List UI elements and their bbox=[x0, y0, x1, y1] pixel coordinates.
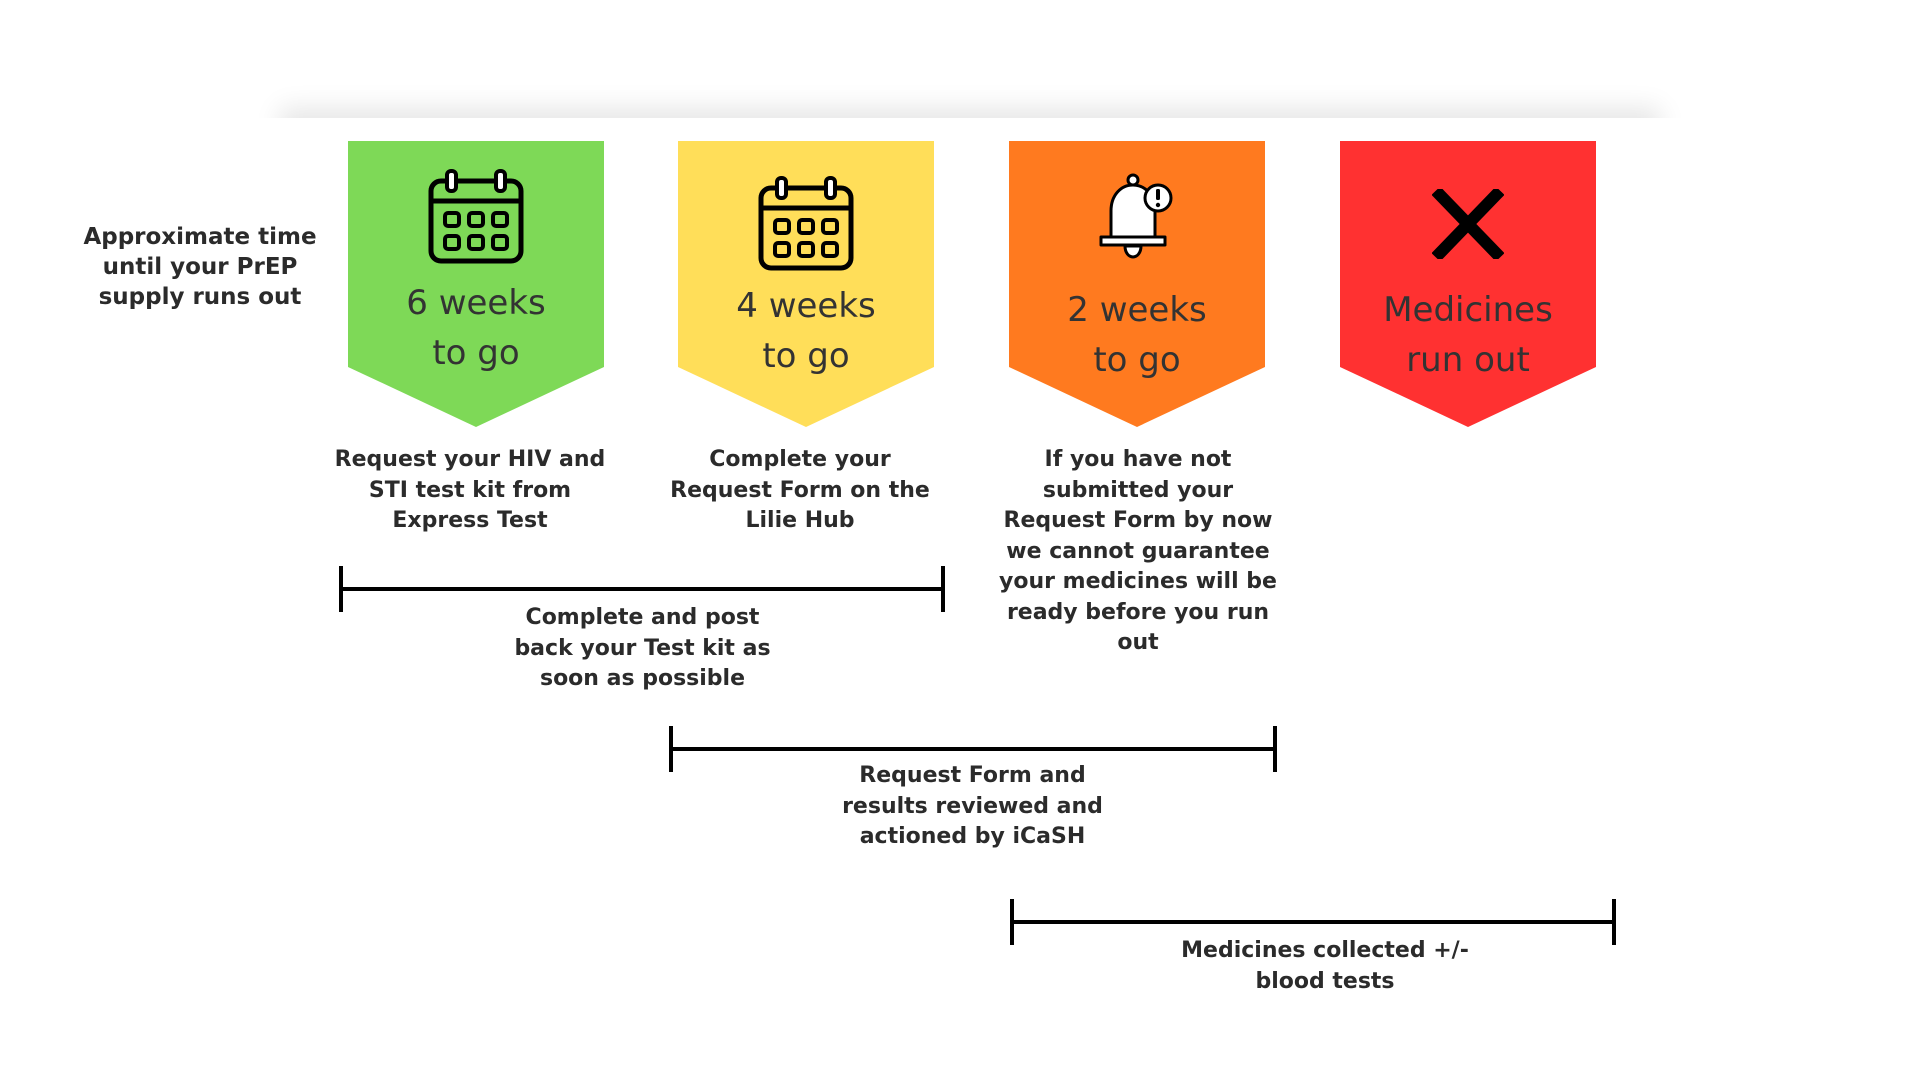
banner-title-line1: 2 weeks bbox=[1067, 290, 1207, 330]
banner-4-weeks: 4 weeks to go bbox=[678, 141, 934, 427]
range-line bbox=[669, 747, 1277, 751]
range-bracket-test-kit bbox=[339, 566, 945, 612]
range-label-review: Request Form and results reviewed and ac… bbox=[842, 763, 1103, 849]
banner-title-line2: to go bbox=[762, 336, 850, 376]
timeline-label: Approximate time until your PrEP supply … bbox=[83, 224, 317, 310]
range-label-collection: Medicines collected +/- blood tests bbox=[1181, 938, 1469, 994]
banner-title-line2: run out bbox=[1406, 340, 1530, 380]
x-icon bbox=[1340, 189, 1596, 259]
banner-title-line1: Medicines bbox=[1383, 290, 1553, 330]
banner-6-weeks: 6 weeks to go bbox=[348, 141, 604, 427]
range-line bbox=[339, 587, 945, 591]
range-end-tick bbox=[1273, 726, 1277, 772]
calendar-icon bbox=[348, 169, 604, 265]
range-bracket-review bbox=[669, 726, 1277, 772]
bell-alert-icon bbox=[1009, 173, 1265, 261]
banner-2-weeks: 2 weeks to go bbox=[1009, 141, 1265, 427]
step-description-6-weeks: Request your HIV and STI test kit from E… bbox=[334, 447, 606, 533]
banner-title-line2: to go bbox=[432, 333, 520, 373]
range-end-tick bbox=[1612, 899, 1616, 945]
banner-medicines-run-out: Medicines run out bbox=[1340, 141, 1596, 427]
range-line bbox=[1010, 920, 1616, 924]
range-label-test-kit: Complete and post back your Test kit as … bbox=[514, 605, 771, 691]
banner-title-line2: to go bbox=[1093, 340, 1181, 380]
banner-title-line1: 6 weeks bbox=[406, 283, 546, 323]
range-end-tick bbox=[941, 566, 945, 612]
range-bracket-collection bbox=[1010, 899, 1616, 945]
step-description-2-weeks: If you have not submitted your Request F… bbox=[999, 447, 1277, 655]
banner-title-line1: 4 weeks bbox=[736, 286, 876, 326]
banner-shadow bbox=[290, 118, 1650, 142]
calendar-icon bbox=[678, 176, 934, 272]
step-description-4-weeks: Complete your Request Form on the Lilie … bbox=[670, 447, 930, 533]
